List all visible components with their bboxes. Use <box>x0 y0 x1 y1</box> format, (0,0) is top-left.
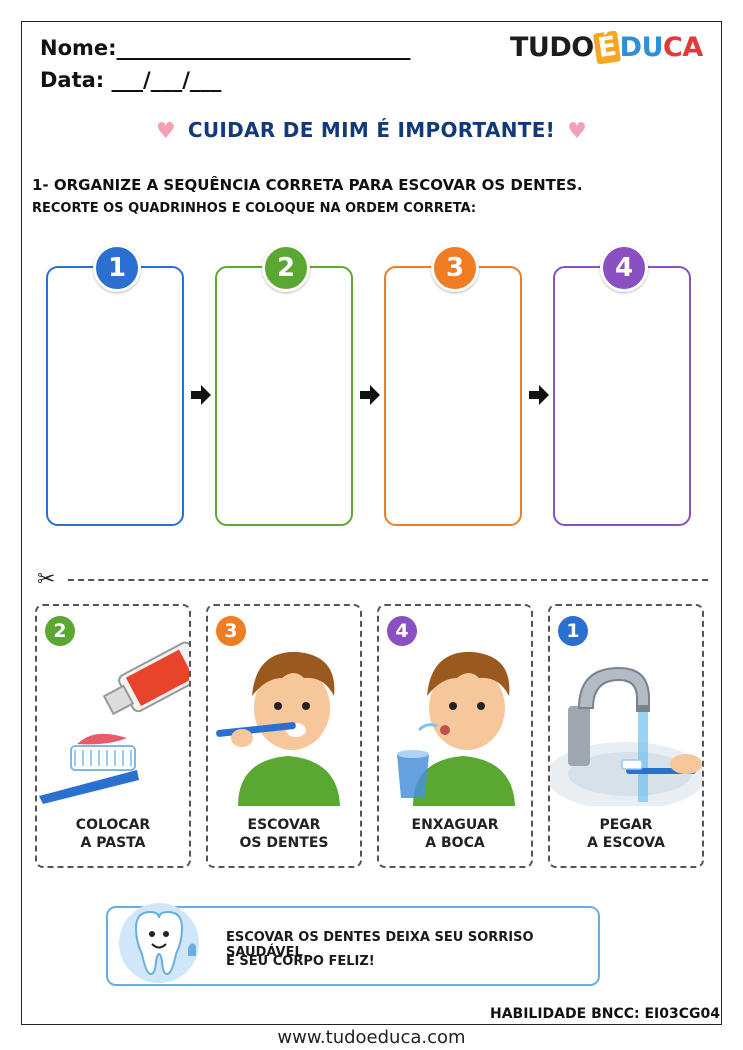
faucet-brush-icon <box>550 666 702 806</box>
name-field-label: Nome:____________________________ <box>40 36 411 60</box>
slot-number-badge: 2 <box>262 244 310 292</box>
card-number-badge: 1 <box>558 616 588 646</box>
slot-number-badge: 1 <box>93 244 141 292</box>
answer-slot-3[interactable] <box>384 266 522 526</box>
date-field-label: Data: ___/___/___ <box>40 68 222 92</box>
card-number-badge: 4 <box>387 616 417 646</box>
heart-icon: ♥ <box>155 119 176 144</box>
tooth-mascot-icon <box>119 903 199 983</box>
card-number-badge: 3 <box>216 616 246 646</box>
instruction-line-1: 1- ORGANIZE A SEQUÊNCIA CORRETA PARA ESC… <box>32 176 583 194</box>
toothpaste-icon <box>39 641 189 804</box>
slot-number-badge: 4 <box>600 244 648 292</box>
boy-brushing-icon <box>216 651 340 806</box>
bncc-skill-code: HABILIDADE BNCC: EI03CG04 <box>490 1006 720 1022</box>
arrow-right-icon <box>529 385 549 405</box>
worksheet-title: ♥ CUIDAR DE MIM É IMPORTANTE! ♥ <box>0 118 743 144</box>
worksheet-frame <box>21 21 722 1025</box>
tip-text-line-1: ESCOVAR OS DENTES DEIXA SEU SORRISO SAUD… <box>226 930 534 960</box>
instruction-line-2: RECORTE OS QUADRINHOS E COLOQUE NA ORDEM… <box>32 201 477 216</box>
boy-rinsing-icon <box>397 651 515 806</box>
slot-number-badge: 3 <box>431 244 479 292</box>
website-url[interactable]: www.tudoeduca.com <box>277 1027 466 1048</box>
scissors-icon: ✂ <box>37 567 56 592</box>
answer-slot-4[interactable] <box>553 266 691 526</box>
tudoeduca-logo: TUDOÉDUCA <box>510 30 703 65</box>
answer-slot-1[interactable] <box>46 266 184 526</box>
cut-line <box>68 579 708 581</box>
heart-icon: ♥ <box>567 119 588 144</box>
arrow-right-icon <box>191 385 211 405</box>
arrow-right-icon <box>360 385 380 405</box>
answer-slot-2[interactable] <box>215 266 353 526</box>
card-number-badge: 2 <box>45 616 75 646</box>
tip-box: ESCOVAR OS DENTES DEIXA SEU SORRISO SAUD… <box>106 903 600 986</box>
title-text: CUIDAR DE MIM É IMPORTANTE! <box>187 118 556 142</box>
tip-text-line-2: E SEU CORPO FELIZ! <box>226 954 375 969</box>
